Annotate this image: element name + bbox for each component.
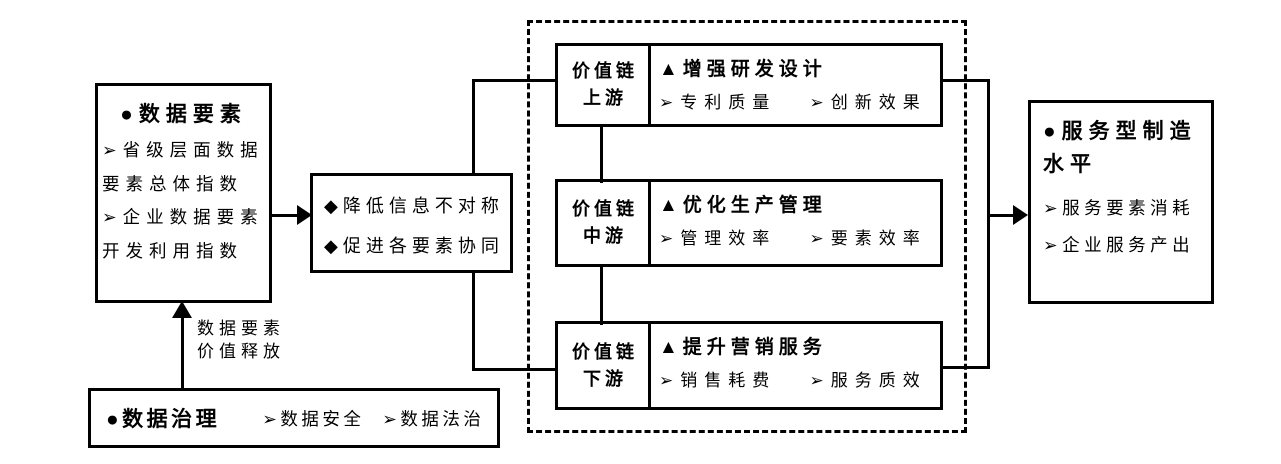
connector-right-bottom-horizontal (940, 366, 990, 369)
governance-items: ➢数据安全 ➢数据法治 (262, 406, 484, 431)
value-chain-downstream-label: 价值链 下游 (558, 324, 651, 407)
data-elements-line: 要素总体指数 (102, 173, 243, 194)
data-elements-lines: ➢省级层面数据 要素总体指数 ➢企业数据要素 开发利用指数 (98, 134, 269, 268)
value-chain-downstream-row: 价值链 下游 ▲提升营销服务 ➢销售耗费 ➢服务质效 (555, 321, 943, 410)
enabler-box: ◆降低信息不对称 ◆促进各要素协同 (310, 173, 513, 273)
data-elements-line: ➢省级层面数据 (102, 140, 264, 160)
upstream-item: ➢创新效果 (809, 93, 927, 112)
upstream-title: ▲增强研发设计 (659, 59, 827, 80)
arrow-data-to-enabler-shaft (272, 214, 302, 217)
downstream-item: ➢销售耗费 (659, 371, 777, 390)
upstream-item: ➢专利质量 (659, 93, 777, 112)
arrow-governance-shaft (181, 314, 184, 390)
label-line: 中游 (583, 226, 627, 246)
midstream-item: ➢管理效率 (659, 229, 777, 248)
connector-left-top-horizontal (472, 79, 557, 82)
service-manufacturing-box: ●服务型制造 水平 ➢服务要素消耗 ➢企业服务产出 (1028, 100, 1214, 304)
service-manufacturing-title-line: ●服务型制造 (1043, 119, 1197, 143)
value-chain-midstream-content: ▲优化生产管理 ➢管理效率 ➢要素效率 (651, 182, 940, 264)
label-line: 下游 (583, 368, 627, 389)
enabler-item: ◆降低信息不对称 (324, 196, 504, 216)
value-chain-upstream-label: 价值链 上游 (558, 46, 651, 124)
label-line: 上游 (583, 88, 627, 108)
label-line: 价值链 (572, 61, 638, 81)
downstream-items: ➢销售耗费 ➢服务质效 (659, 366, 940, 391)
value-chain-dashed-box (527, 20, 967, 433)
connector-left-bottom-horizontal (472, 368, 557, 371)
governance-item: ➢数据安全 (262, 408, 365, 429)
value-chain-upstream-content: ▲增强研发设计 ➢专利质量 ➢创新效果 (651, 46, 940, 124)
release-label: 数据要素 价值释放 (197, 317, 285, 363)
service-manufacturing-item: ➢企业服务产出 (1043, 235, 1195, 255)
release-label-line: 数据要素 (197, 319, 285, 338)
governance-item: ➢数据法治 (382, 408, 485, 429)
arrow-data-to-enabler-head-icon (297, 205, 312, 225)
governance-box: ●数据治理 ➢数据安全 ➢数据法治 (88, 388, 500, 448)
release-label-line: 价值释放 (197, 342, 285, 361)
downstream-item: ➢服务质效 (809, 371, 927, 390)
connector-left-top-vertical (472, 79, 475, 176)
midstream-item: ➢要素效率 (809, 229, 927, 248)
midstream-title: ▲优化生产管理 (659, 195, 827, 216)
value-chain-midstream-row: 价值链 中游 ▲优化生产管理 ➢管理效率 ➢要素效率 (555, 179, 943, 267)
enabler-item: ◆促进各要素协同 (324, 236, 504, 256)
connector-upstream-midstream (600, 125, 603, 183)
upstream-items: ➢专利质量 ➢创新效果 (659, 88, 940, 113)
value-chain-downstream-content: ▲提升营销服务 ➢销售耗费 ➢服务质效 (651, 324, 940, 407)
connector-left-bottom-vertical (472, 270, 475, 371)
service-manufacturing-item: ➢服务要素消耗 (1043, 198, 1195, 218)
data-elements-line: ➢企业数据要素 (102, 207, 264, 227)
arrow-to-service-head-icon (1013, 205, 1028, 225)
connector-right-vertical (987, 79, 990, 369)
governance-title: ●数据治理 (106, 407, 221, 431)
downstream-title: ▲提升营销服务 (659, 337, 827, 358)
label-line: 价值链 (572, 199, 638, 219)
service-manufacturing-title-line: 水平 (1043, 152, 1097, 176)
label-line: 价值链 (572, 341, 638, 362)
midstream-items: ➢管理效率 ➢要素效率 (659, 224, 940, 249)
service-manufacturing-items: ➢服务要素消耗 ➢企业服务产出 (1043, 190, 1211, 264)
data-elements-line: 开发利用指数 (102, 240, 243, 261)
arrow-governance-head-icon (172, 301, 192, 318)
connector-right-top-horizontal (940, 79, 990, 82)
data-elements-title: ●数据要素 (120, 102, 247, 126)
arrow-to-service-shaft (987, 214, 1016, 217)
data-elements-box: ●数据要素 ➢省级层面数据 要素总体指数 ➢企业数据要素 开发利用指数 (95, 83, 272, 303)
value-chain-midstream-label: 价值链 中游 (558, 182, 651, 264)
connector-midstream-downstream (600, 265, 603, 325)
value-chain-upstream-row: 价值链 上游 ▲增强研发设计 ➢专利质量 ➢创新效果 (555, 43, 943, 127)
